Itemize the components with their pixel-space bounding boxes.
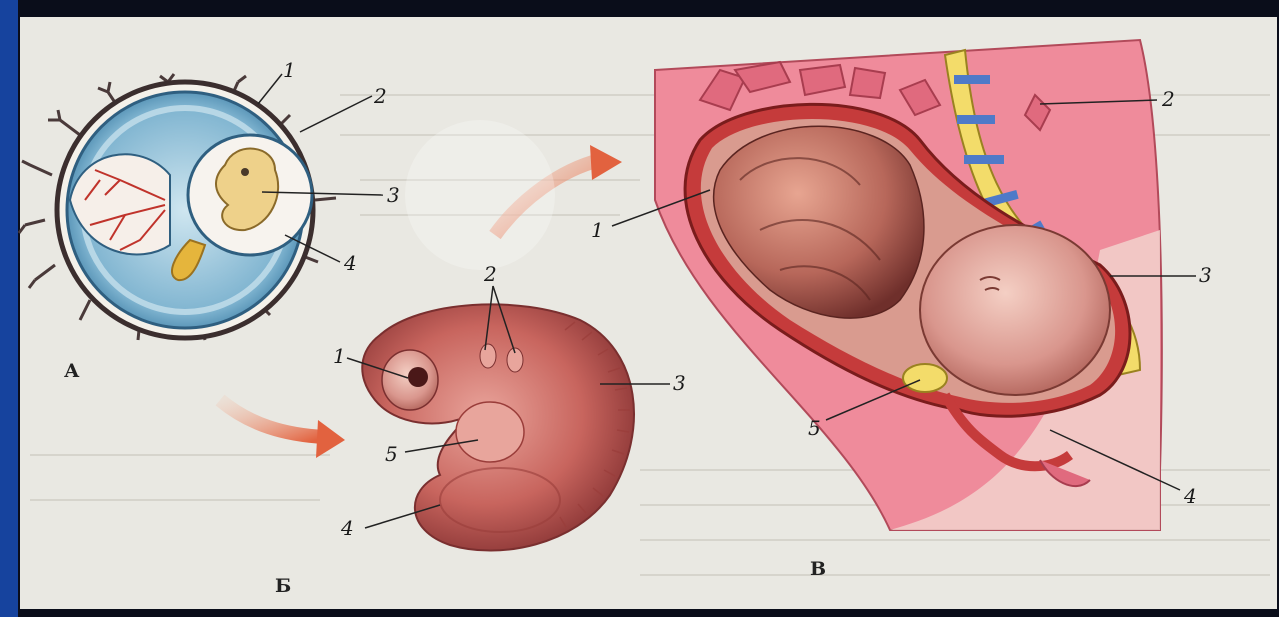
panel-c-label-5: 5 [808, 418, 821, 438]
panel-c-label-2: 2 [1162, 89, 1175, 109]
heart-bulge [456, 402, 524, 462]
panel-b-label-1: 1 [333, 346, 346, 366]
left-blue-stripe [0, 0, 18, 617]
panel-a-label-3: 3 [387, 185, 400, 205]
panel-c-caption: В [810, 560, 826, 579]
panel-b-label-4: 4 [341, 518, 354, 538]
faded-circle [405, 120, 555, 270]
panel-c-label-1: 1 [591, 220, 604, 240]
panel-b-caption: Б [275, 577, 291, 596]
panel-a-caption: А [64, 362, 79, 381]
panel-a-label-4: 4 [344, 253, 357, 273]
panel-b-label-5: 5 [385, 444, 398, 464]
panel-c-label-3: 3 [1199, 265, 1212, 285]
panel-c-label-4: 4 [1184, 486, 1197, 506]
panel-b-label-3: 3 [673, 373, 686, 393]
panel-b-label-2: 2 [484, 264, 497, 284]
bladder [903, 364, 947, 392]
panel-a-label-2: 2 [374, 86, 387, 106]
eye-spot [408, 367, 428, 387]
panel-a-label-1: 1 [283, 60, 296, 80]
fetus-head [920, 225, 1110, 395]
